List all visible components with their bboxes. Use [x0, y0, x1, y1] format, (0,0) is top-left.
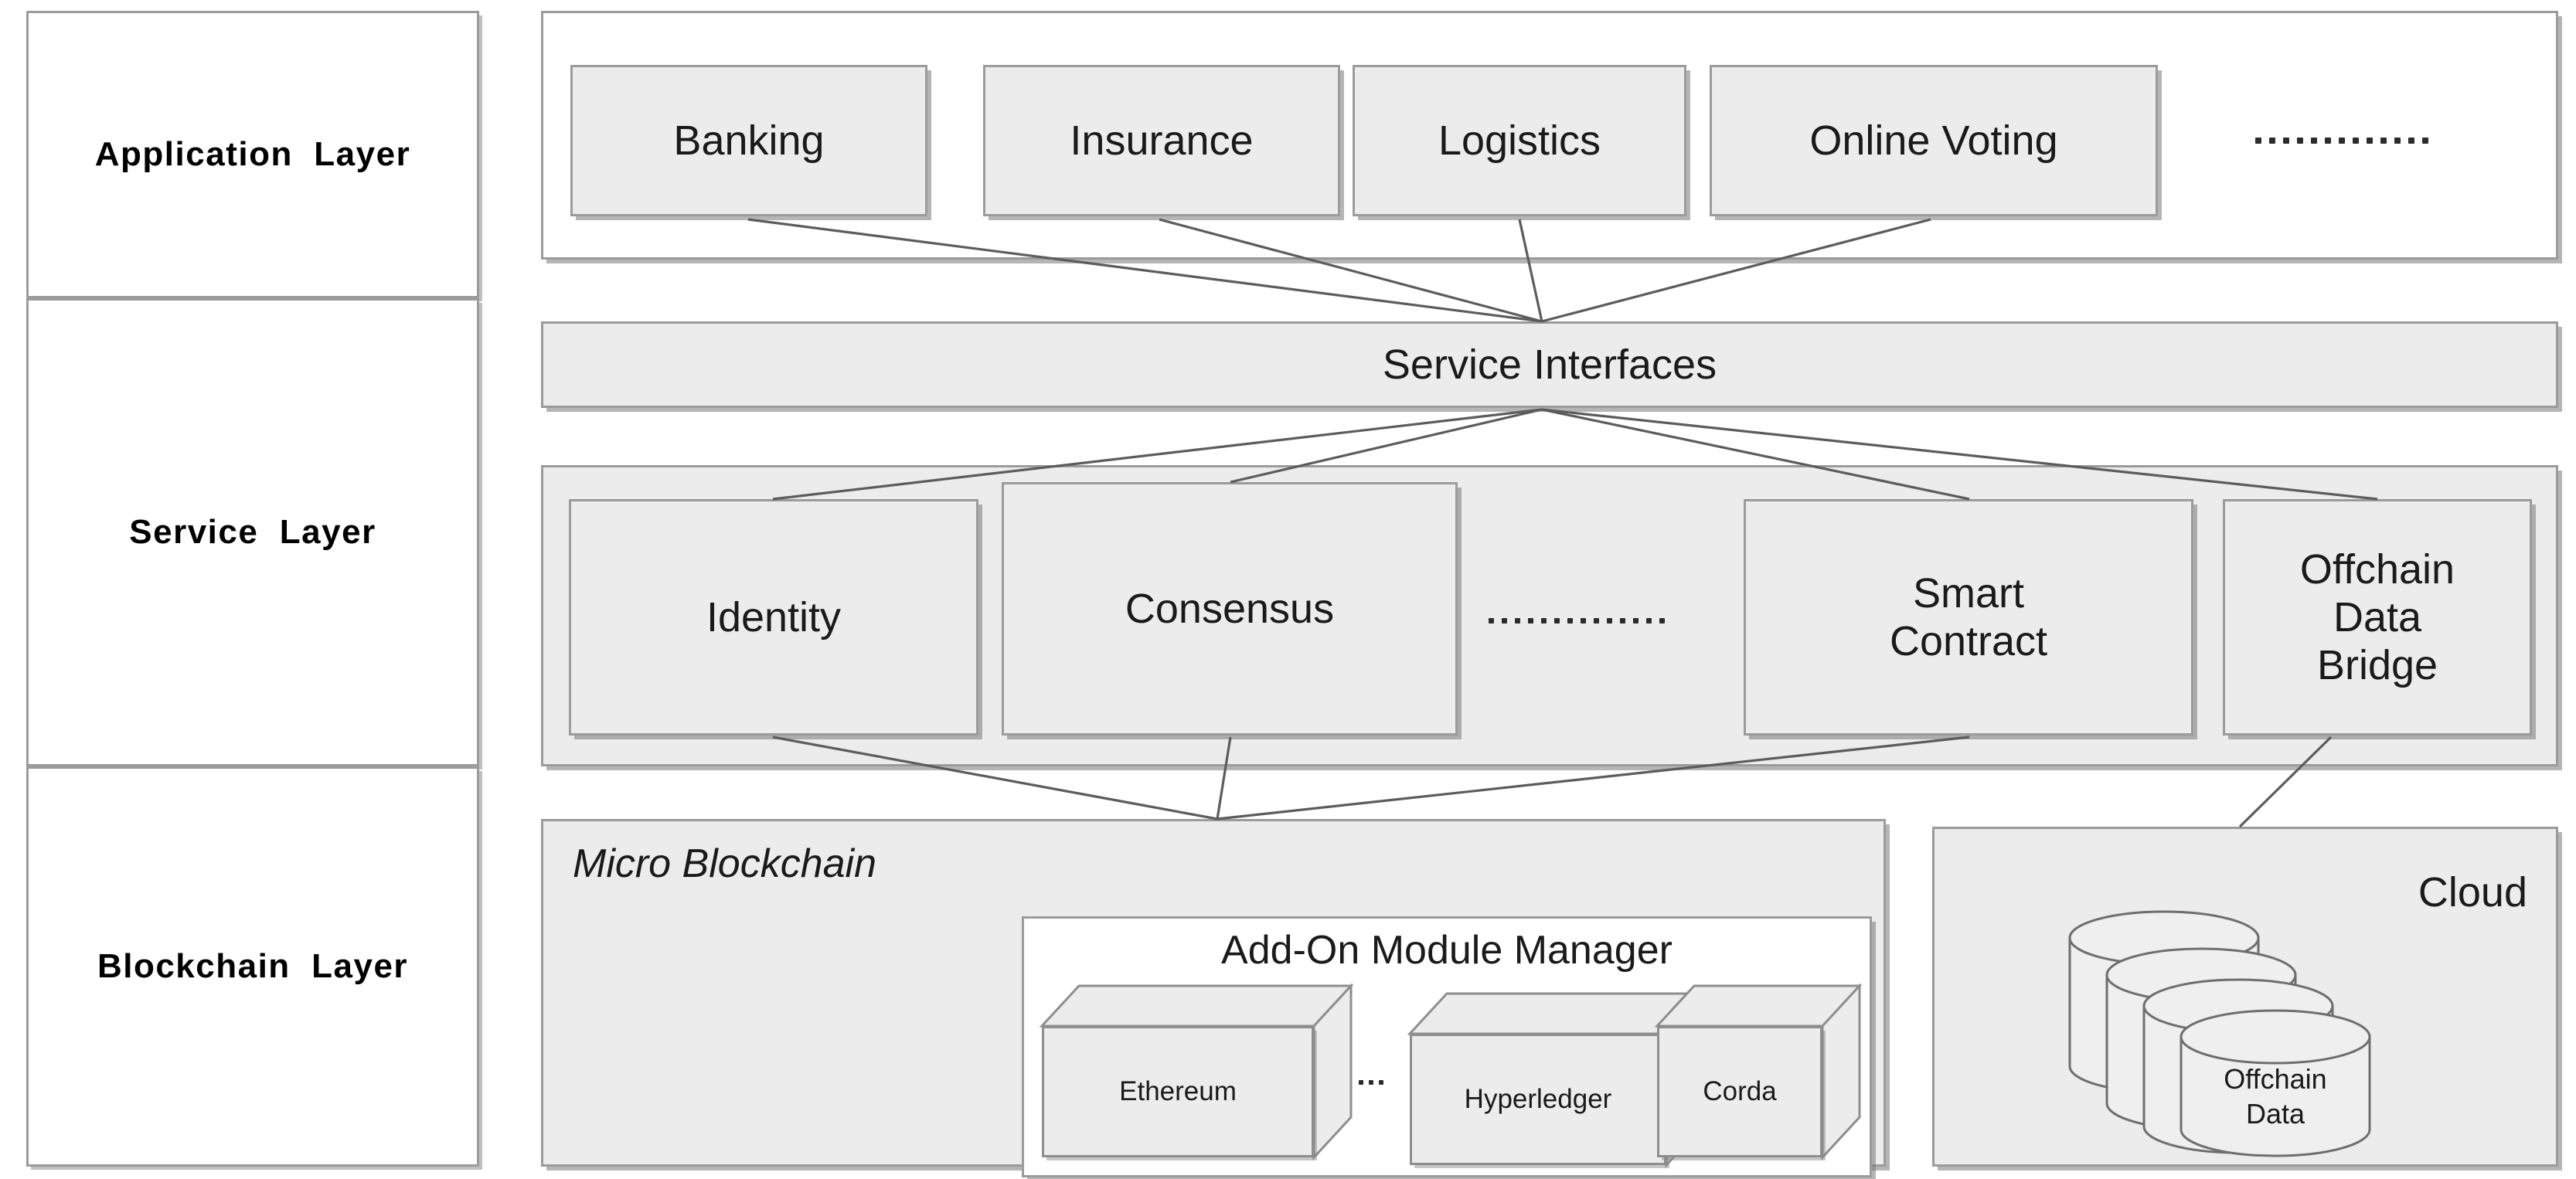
ellipsis-dot [1581, 618, 1586, 623]
app-box-insurance-label: Insurance [1070, 117, 1254, 164]
offchain-data-cylinder-label: Offchain Data [2181, 1062, 2370, 1131]
ellipsis-dot [2255, 138, 2261, 144]
ellipsis-dot [1646, 618, 1652, 623]
ellipsis-dot [2422, 138, 2428, 144]
service-box-identity-label: Identity [706, 593, 842, 640]
database-cylinder-icons [2068, 910, 2371, 1157]
corda-label: Corda [1703, 1076, 1777, 1106]
ellipsis-dot [2380, 138, 2387, 144]
service-layer-ellipsis [1489, 618, 1665, 623]
ellipsis-dot [2353, 138, 2359, 144]
module-cube-ethereum[interactable]: Ethereum [1039, 983, 1354, 1160]
ellipsis-dot [1620, 618, 1625, 623]
ellipsis-dot [2367, 138, 2373, 144]
service-box-smart-contract-line2: Contract [1889, 618, 2048, 664]
module-cube-corda[interactable]: Corda [1654, 983, 1863, 1160]
ethereum-cube-front: Ethereum [1042, 1026, 1314, 1157]
service-interfaces-bar[interactable]: Service Interfaces [541, 321, 2558, 408]
ellipsis-dot [1554, 618, 1560, 623]
offchain-data-line2: Data [2245, 1098, 2305, 1130]
service-box-consensus[interactable]: Consensus [1002, 482, 1458, 736]
ellipsis-dot [2408, 138, 2414, 144]
service-box-offchain-data-bridge-line1: Offchain [2299, 545, 2455, 593]
addon-modules-ellipsis [1359, 1080, 1383, 1085]
app-box-banking[interactable]: Banking [570, 65, 927, 216]
ellipsis-dot [1541, 618, 1547, 623]
layer-cell-blockchain: Blockchain Layer [26, 766, 479, 1167]
app-box-online-voting[interactable]: Online Voting [1710, 65, 2158, 216]
service-box-consensus-label: Consensus [1125, 585, 1335, 632]
service-box-smart-contract[interactable]: Smart Contract [1744, 499, 2193, 736]
layer-cell-service: Service Layer [26, 298, 479, 766]
ellipsis-dot [2297, 138, 2303, 144]
ellipsis-dot [1607, 618, 1612, 623]
service-interfaces-label: Service Interfaces [1382, 341, 1717, 388]
service-box-offchain-data-bridge-line2: Data [2333, 593, 2422, 640]
corda-cube-front: Corda [1657, 1026, 1822, 1157]
ellipsis-dot [1567, 618, 1573, 623]
ellipsis-dot [2311, 138, 2317, 144]
layer-label-service: Service Layer [129, 513, 376, 551]
ellipsis-dot [1489, 618, 1494, 623]
ellipsis-dot [1369, 1080, 1373, 1085]
ellipsis-dot [1594, 618, 1599, 623]
ellipsis-dot [2394, 138, 2401, 144]
cloud-label: Cloud [2418, 869, 2527, 916]
hyperledger-cube-front: Hyperledger [1410, 1034, 1666, 1165]
layer-label-blockchain: Blockchain Layer [97, 947, 409, 985]
layer-cell-application: Application Layer [26, 11, 479, 298]
ellipsis-dot [2325, 138, 2331, 144]
ellipsis-dot [1633, 618, 1638, 623]
app-box-logistics[interactable]: Logistics [1353, 65, 1686, 216]
offchain-database-stack[interactable]: Offchain Data [2056, 898, 2489, 1157]
service-box-offchain-data-bridge[interactable]: Offchain Data Bridge [2223, 499, 2532, 736]
ethereum-label: Ethereum [1119, 1076, 1237, 1106]
ellipsis-dot [2283, 138, 2289, 144]
ellipsis-dot [1502, 618, 1507, 623]
layer-label-application: Application Layer [94, 135, 411, 173]
ellipsis-dot [1528, 618, 1533, 623]
ellipsis-dot [1515, 618, 1520, 623]
service-box-smart-contract-line1: Smart [1912, 569, 2025, 617]
ellipsis-dot [2269, 138, 2275, 144]
ellipsis-dot [2339, 138, 2345, 144]
micro-blockchain-label: Micro Blockchain [573, 841, 877, 886]
app-box-logistics-label: Logistics [1438, 117, 1601, 164]
ellipsis-dot [1359, 1080, 1363, 1085]
service-box-identity[interactable]: Identity [569, 499, 978, 736]
app-box-insurance[interactable]: Insurance [983, 65, 1340, 216]
service-box-offchain-data-bridge-line3: Bridge [2316, 642, 2438, 689]
ellipsis-dot [1659, 618, 1665, 623]
app-box-online-voting-label: Online Voting [1809, 117, 2058, 164]
ellipsis-dot [1379, 1080, 1383, 1085]
addon-module-manager-title: Add-On Module Manager [1221, 928, 1673, 973]
app-box-banking-label: Banking [673, 117, 825, 164]
hyperledger-label: Hyperledger [1464, 1084, 1612, 1114]
application-layer-ellipsis [2255, 138, 2428, 144]
offchain-data-line1: Offchain [2224, 1063, 2327, 1095]
